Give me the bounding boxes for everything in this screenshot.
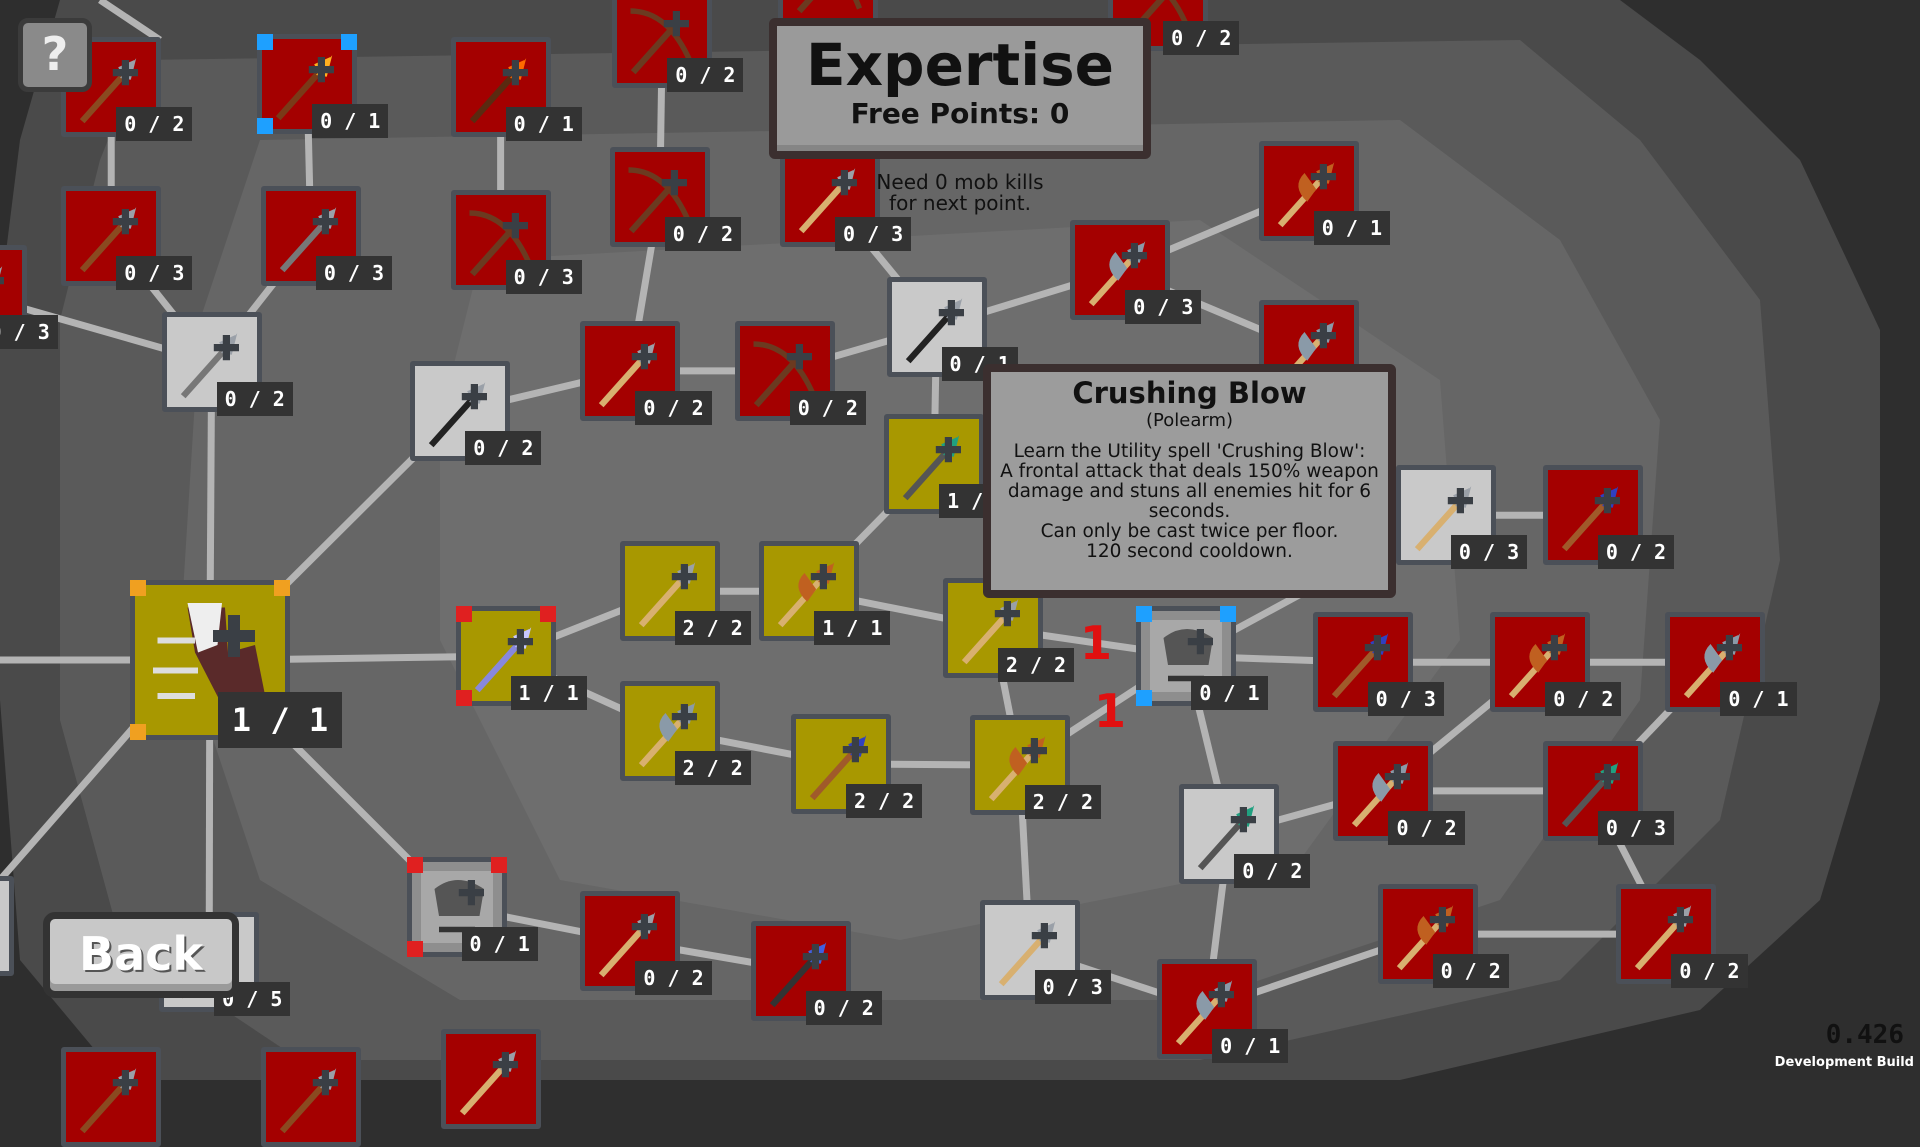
selection-corner — [1136, 690, 1153, 707]
selection-corner — [129, 724, 146, 741]
skill-points-counter: 2 / 2 — [674, 611, 751, 646]
skill-points-counter: 0 / 2 — [664, 216, 742, 251]
skill-points-counter: 0 / 3 — [1034, 970, 1111, 1004]
tooltip-skill-category: (Polearm) — [1146, 410, 1233, 431]
skill-points-counter: 0 / 3 — [505, 259, 582, 294]
skill-points-counter: 0 / 3 — [315, 256, 393, 291]
selection-corner — [257, 34, 274, 51]
skill-points-counter: 0 / 2 — [1163, 21, 1240, 56]
selection-corner — [455, 690, 472, 707]
skill-points-counter: 0 / 3 — [835, 216, 912, 251]
skill-tooltip: Crushing Blow (Polearm) Learn the Utilit… — [983, 364, 1396, 598]
skill-node[interactable] — [1136, 606, 1237, 707]
skill-points-counter: 1 / 1 — [217, 692, 343, 749]
skill-points-counter: 0 / 3 — [0, 314, 58, 349]
selection-corner — [406, 941, 423, 958]
skill-points-counter: 0 / 2 — [116, 106, 193, 141]
skill-points-counter: 0 / 2 — [667, 57, 744, 92]
skill-points-counter: 0 / 1 — [1720, 682, 1797, 717]
skill-points-counter: 0 / 2 — [1388, 810, 1465, 845]
skill-points-counter: 0 / 1 — [1313, 210, 1390, 245]
skill-node[interactable] — [886, 276, 987, 377]
free-points: Free Points: 0 — [850, 97, 1070, 130]
skill-points-counter: 0 / 3 — [116, 256, 193, 291]
skill-points-counter: 0 / 3 — [1125, 290, 1202, 325]
skill-node[interactable] — [129, 580, 290, 741]
selection-corner — [539, 606, 556, 623]
alert-marker: 1 — [1080, 616, 1113, 670]
skill-points-counter: 0 / 2 — [1671, 954, 1748, 989]
skill-points-counter: 2 / 2 — [846, 783, 923, 818]
tooltip-description: Learn the Utility spell 'Crushing Blow':… — [1000, 441, 1379, 562]
title-panel: Expertise Free Points: 0 — [769, 18, 1151, 159]
skill-node[interactable] — [260, 186, 361, 287]
skill-points-counter: 1 / — [939, 483, 992, 518]
skill-points-counter: 0 / 3 — [1450, 535, 1528, 570]
skill-node[interactable] — [0, 875, 15, 976]
skill-points-counter: 0 / 2 — [1432, 954, 1509, 989]
skill-points-counter: 0 / 2 — [1545, 682, 1622, 717]
skill-node[interactable] — [1542, 465, 1643, 566]
skill-points-counter: 0 / 1 — [505, 106, 582, 141]
tooltip-skill-name: Crushing Blow — [1072, 376, 1307, 410]
skill-node[interactable] — [969, 715, 1070, 816]
selection-corner — [490, 857, 507, 874]
back-button[interactable]: Back — [43, 912, 239, 998]
skill-node[interactable] — [61, 1046, 162, 1147]
help-button[interactable]: ? — [18, 18, 92, 92]
selection-corner — [273, 580, 290, 597]
skill-points-counter: 0 / 1 — [461, 927, 538, 962]
selection-corner — [406, 857, 423, 874]
skill-points-counter: 0 / 2 — [805, 990, 882, 1025]
skill-node[interactable] — [884, 413, 985, 514]
skill-node[interactable] — [1312, 612, 1413, 713]
skill-points-counter: 0 / 2 — [465, 431, 542, 466]
skill-points-counter: 0 / 2 — [216, 382, 293, 417]
skill-points-counter: 1 / 1 — [510, 676, 587, 711]
selection-corner — [257, 118, 274, 135]
skill-points-counter: 0 / 3 — [1597, 810, 1675, 845]
skill-node[interactable] — [734, 320, 835, 421]
skill-points-counter: 2 / 2 — [674, 750, 751, 785]
selection-corner — [129, 580, 146, 597]
skill-node[interactable] — [440, 1028, 541, 1129]
selection-corner — [1136, 606, 1153, 623]
skill-points-counter: 0 / 1 — [312, 104, 389, 139]
skill-points-counter: 0 / 2 — [789, 390, 866, 425]
page-title: Expertise — [806, 31, 1114, 99]
skill-points-counter: 0 / 2 — [635, 390, 712, 425]
skill-points-counter: 0 / 1 — [1191, 676, 1268, 711]
selection-corner — [455, 606, 472, 623]
skill-points-counter: 0 / 2 — [1597, 535, 1675, 570]
skill-node[interactable] — [759, 541, 860, 642]
skill-points-counter: 1 / 1 — [814, 611, 891, 646]
selection-corner — [1220, 606, 1237, 623]
skill-points-counter: 0 / 3 — [1367, 682, 1444, 717]
skill-points-counter: 0 / 2 — [635, 961, 712, 996]
skill-points-counter: 0 / 2 — [1234, 853, 1311, 888]
skill-points-counter: 0 / 1 — [1212, 1028, 1289, 1063]
version-number: 0.426 — [1825, 1020, 1904, 1050]
alert-marker: 1 — [1094, 684, 1127, 738]
skill-node[interactable] — [1616, 884, 1717, 985]
skill-points-counter: 2 / 2 — [1024, 785, 1102, 820]
skill-edge — [0, 717, 143, 883]
skill-edge — [98, 0, 162, 43]
skill-node[interactable] — [260, 1046, 361, 1147]
build-label: Development Build — [1774, 1055, 1914, 1070]
kills-needed-note: Need 0 mob kills for next point. — [876, 170, 1044, 215]
skill-points-counter: 2 / 2 — [997, 647, 1075, 682]
skill-node[interactable] — [1377, 884, 1478, 985]
selection-corner — [341, 34, 358, 51]
